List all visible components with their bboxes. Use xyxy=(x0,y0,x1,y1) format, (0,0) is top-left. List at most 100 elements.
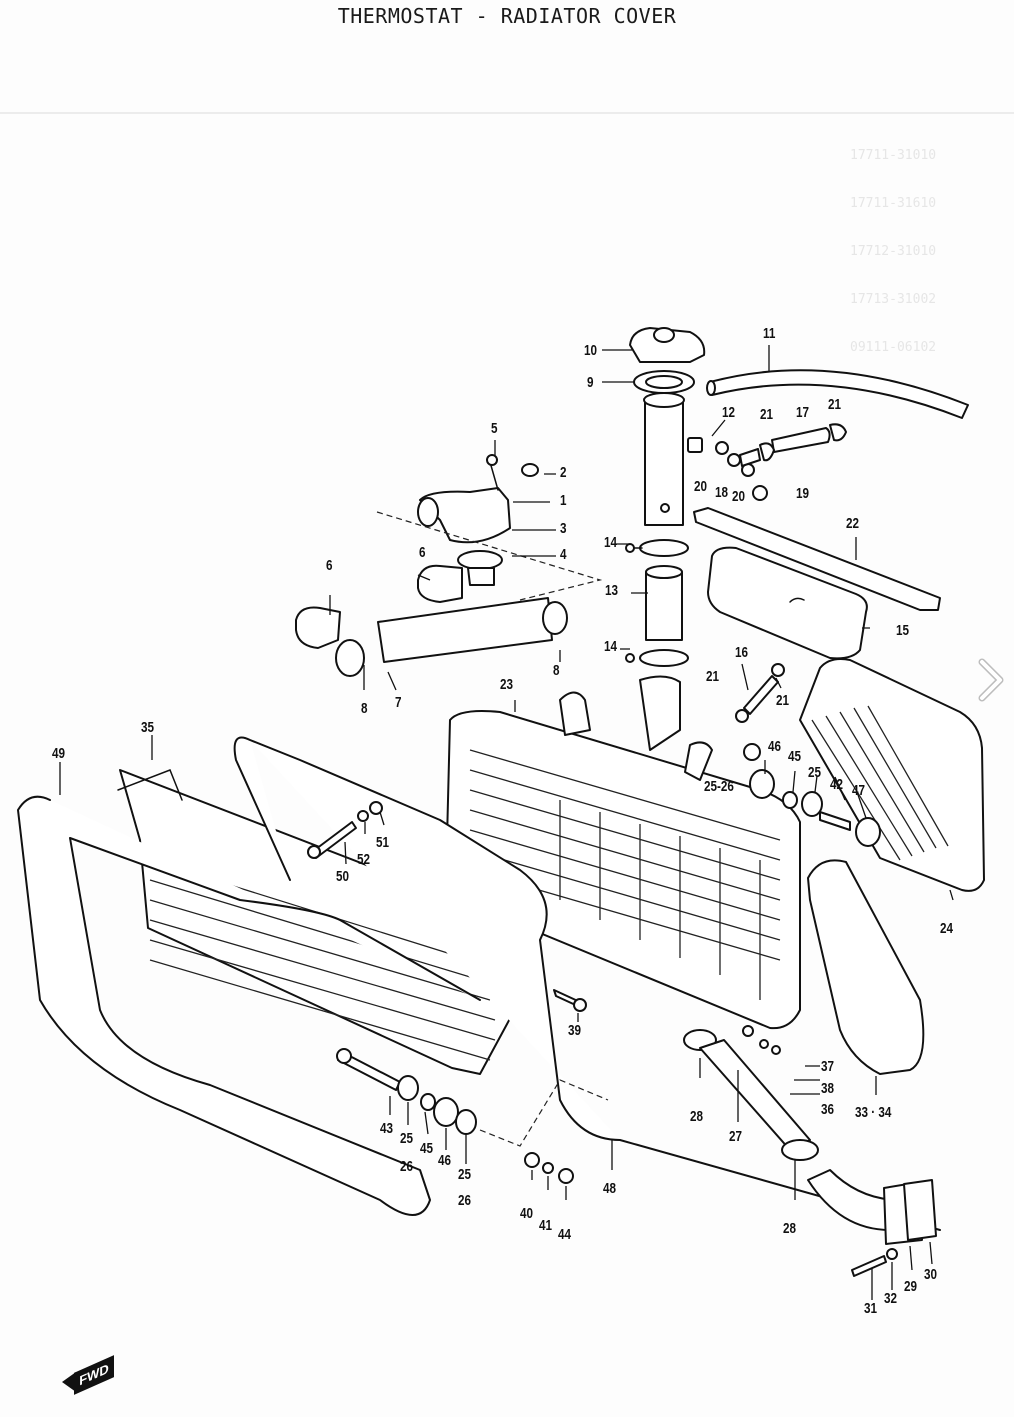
callout-36: 36 xyxy=(821,1101,835,1118)
callout-24: 24 xyxy=(940,920,954,937)
next-page-button[interactable] xyxy=(970,650,1014,710)
callout-14: 14 xyxy=(604,534,618,551)
callout-20: 20 xyxy=(732,488,746,505)
lower-coolant-pipe xyxy=(683,1025,937,1277)
callout-15: 15 xyxy=(896,622,910,639)
callout-22: 22 xyxy=(846,515,860,532)
callout-21: 21 xyxy=(706,668,720,685)
callout-17: 17 xyxy=(796,404,810,421)
callout-51: 51 xyxy=(376,834,390,851)
callout-33-34: 33 · 34 xyxy=(855,1104,892,1121)
callout-48: 48 xyxy=(603,1180,617,1197)
callout-46: 46 xyxy=(768,738,782,755)
tank-strap xyxy=(693,507,941,611)
callout-11: 11 xyxy=(763,325,776,342)
callout-5: 5 xyxy=(491,420,498,437)
ghost-table-text: 09111-06102 xyxy=(850,340,937,355)
guard-frame-front xyxy=(17,795,481,1216)
forward-label: FWD xyxy=(74,1355,114,1395)
radiator-side-cover xyxy=(807,859,925,1075)
callout-25: 25 xyxy=(458,1166,472,1183)
diagram-title: THERMOSTAT - RADIATOR COVER xyxy=(337,4,677,28)
mount-bolts-upper xyxy=(307,801,383,859)
callout-8: 8 xyxy=(553,662,560,679)
callout-18: 18 xyxy=(715,484,729,501)
ghost-table-text: 17713-31002 xyxy=(850,292,937,307)
radiator-cap xyxy=(629,327,706,363)
callout-38: 38 xyxy=(821,1080,835,1097)
callout-28: 28 xyxy=(690,1108,704,1125)
callout-25-26: 25-26 xyxy=(704,778,734,795)
radiator-core xyxy=(445,675,801,1030)
chevron-right-icon xyxy=(978,658,1004,702)
mount-bolts-lower xyxy=(336,989,587,1184)
callout-26: 26 xyxy=(458,1192,472,1209)
callout-6: 6 xyxy=(419,544,426,561)
callout-1: 1 xyxy=(560,492,567,509)
callout-44: 44 xyxy=(558,1226,572,1243)
callout-20: 20 xyxy=(694,478,708,495)
mount-hardware-right xyxy=(743,743,881,847)
callout-7: 7 xyxy=(395,694,402,711)
thermostat xyxy=(457,550,503,586)
callout-16: 16 xyxy=(735,644,749,661)
callout-4: 4 xyxy=(560,546,567,563)
callout-25: 25 xyxy=(400,1130,414,1147)
callout-28: 28 xyxy=(783,1220,797,1237)
thermostat-cover xyxy=(417,454,539,544)
callout-41: 41 xyxy=(539,1217,553,1234)
callout-37: 37 xyxy=(821,1058,835,1075)
callout-31: 31 xyxy=(864,1300,878,1317)
ghost-table-text: 17711-31010 xyxy=(850,148,937,163)
reservoir-tank xyxy=(707,546,868,660)
tank-hose xyxy=(735,663,785,723)
callout-21: 21 xyxy=(760,406,774,423)
ghost-table-rule xyxy=(0,112,1014,114)
callout-47: 47 xyxy=(852,782,866,799)
callout-14: 14 xyxy=(604,638,618,655)
callout-27: 27 xyxy=(729,1128,743,1145)
callout-23: 23 xyxy=(500,676,514,693)
cap-gasket xyxy=(633,370,695,394)
callout-12: 12 xyxy=(722,404,736,421)
filler-neck-pipe xyxy=(643,392,685,526)
callout-29: 29 xyxy=(904,1278,918,1295)
leader-lines xyxy=(59,345,954,1300)
joint-hose xyxy=(645,565,683,641)
callout-50: 50 xyxy=(336,868,350,885)
callout-21: 21 xyxy=(828,396,842,413)
callout-9: 9 xyxy=(587,374,594,391)
callout-43: 43 xyxy=(380,1120,394,1137)
callout-3: 3 xyxy=(560,520,567,537)
callout-40: 40 xyxy=(520,1205,534,1222)
callout-13: 13 xyxy=(605,582,619,599)
hose-clamp-upper xyxy=(625,539,689,557)
callout-8: 8 xyxy=(361,700,368,717)
callout-2: 2 xyxy=(560,464,567,481)
callout-42: 42 xyxy=(830,776,844,793)
bypass-hose xyxy=(295,564,568,677)
callout-45: 45 xyxy=(788,748,802,765)
callout-21: 21 xyxy=(776,692,790,709)
radiator-right-core xyxy=(799,658,985,892)
callout-39: 39 xyxy=(568,1022,582,1039)
callout-45: 45 xyxy=(420,1140,434,1157)
ghost-table-text: 17712-31010 xyxy=(850,244,937,259)
callout-25: 25 xyxy=(808,764,822,781)
callout-46: 46 xyxy=(438,1152,452,1169)
callout-35: 35 xyxy=(141,719,155,736)
forward-direction-marker: FWD xyxy=(62,1355,118,1395)
callout-30: 30 xyxy=(924,1266,938,1283)
callout-49: 49 xyxy=(52,745,66,762)
callout-6: 6 xyxy=(326,557,333,574)
callout-10: 10 xyxy=(584,342,598,359)
ghost-table-text: 17711-31610 xyxy=(850,196,937,211)
small-fittings xyxy=(687,423,847,501)
callout-26: 26 xyxy=(400,1158,414,1175)
callout-32: 32 xyxy=(884,1290,898,1307)
callout-19: 19 xyxy=(796,485,810,502)
forward-arrow-icon xyxy=(62,1372,76,1392)
overflow-hose xyxy=(706,369,969,419)
hose-clamp-lower xyxy=(625,649,689,667)
